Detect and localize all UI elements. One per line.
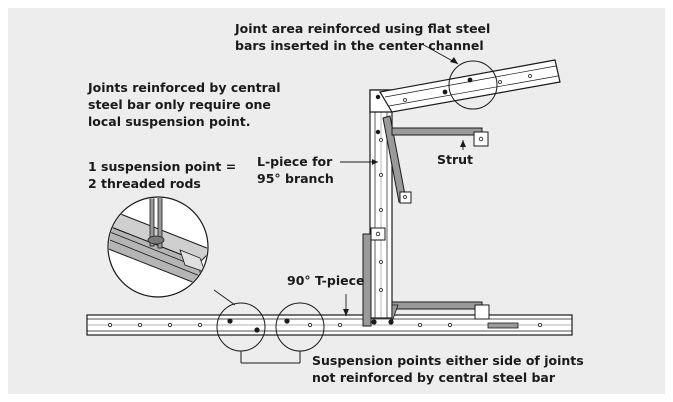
rail-holes: [108, 322, 543, 327]
joint-reinforced-line-2: bars inserted in the center channel: [235, 38, 484, 53]
suspension-sides-line-2: not reinforced by central steel bar: [312, 370, 556, 385]
l-piece-line-2: 95° branch: [257, 171, 334, 186]
t-piece-line-1: 90° T-piece: [287, 273, 365, 288]
joint-detail-circle-top: [448, 60, 498, 110]
strut-label: Strut: [437, 151, 473, 168]
l-piece-label: L-piece for 95° branch: [257, 153, 334, 187]
angled-top-rail: [369, 59, 561, 135]
joint-reinforced-line-1: Joint area reinforced using flat steel: [235, 21, 491, 36]
joint-detail-circles-bottom: [216, 302, 325, 364]
central-bar-label: Joints reinforced by central steel bar o…: [88, 79, 281, 130]
main-horizontal-rail: [86, 314, 573, 336]
suspension-point-label: 1 suspension point = 2 threaded rods: [88, 158, 236, 192]
suspension-sides-label: Suspension points either side of joints …: [312, 352, 584, 386]
upper-strut: [382, 115, 489, 204]
suspension-sides-line-1: Suspension points either side of joints: [312, 353, 584, 368]
t-piece-label: 90° T-piece: [287, 272, 364, 289]
magnified-suspension-detail: [107, 196, 209, 298]
leader-arrowheads: [343, 57, 466, 316]
lower-strut: [362, 227, 519, 329]
suspension-point-line-2: 2 threaded rods: [88, 176, 201, 191]
joint-reinforced-label: Joint area reinforced using flat steel b…: [235, 20, 490, 54]
central-bar-line-3: local suspension point.: [88, 114, 251, 129]
central-bar-line-2: steel bar only require one: [88, 97, 271, 112]
central-bar-line-1: Joints reinforced by central: [88, 80, 281, 95]
l-piece-line-1: L-piece for: [257, 154, 333, 169]
suspension-point-line-1: 1 suspension point =: [88, 159, 237, 174]
strut-line-1: Strut: [437, 152, 474, 167]
vertical-rail: [369, 89, 393, 319]
